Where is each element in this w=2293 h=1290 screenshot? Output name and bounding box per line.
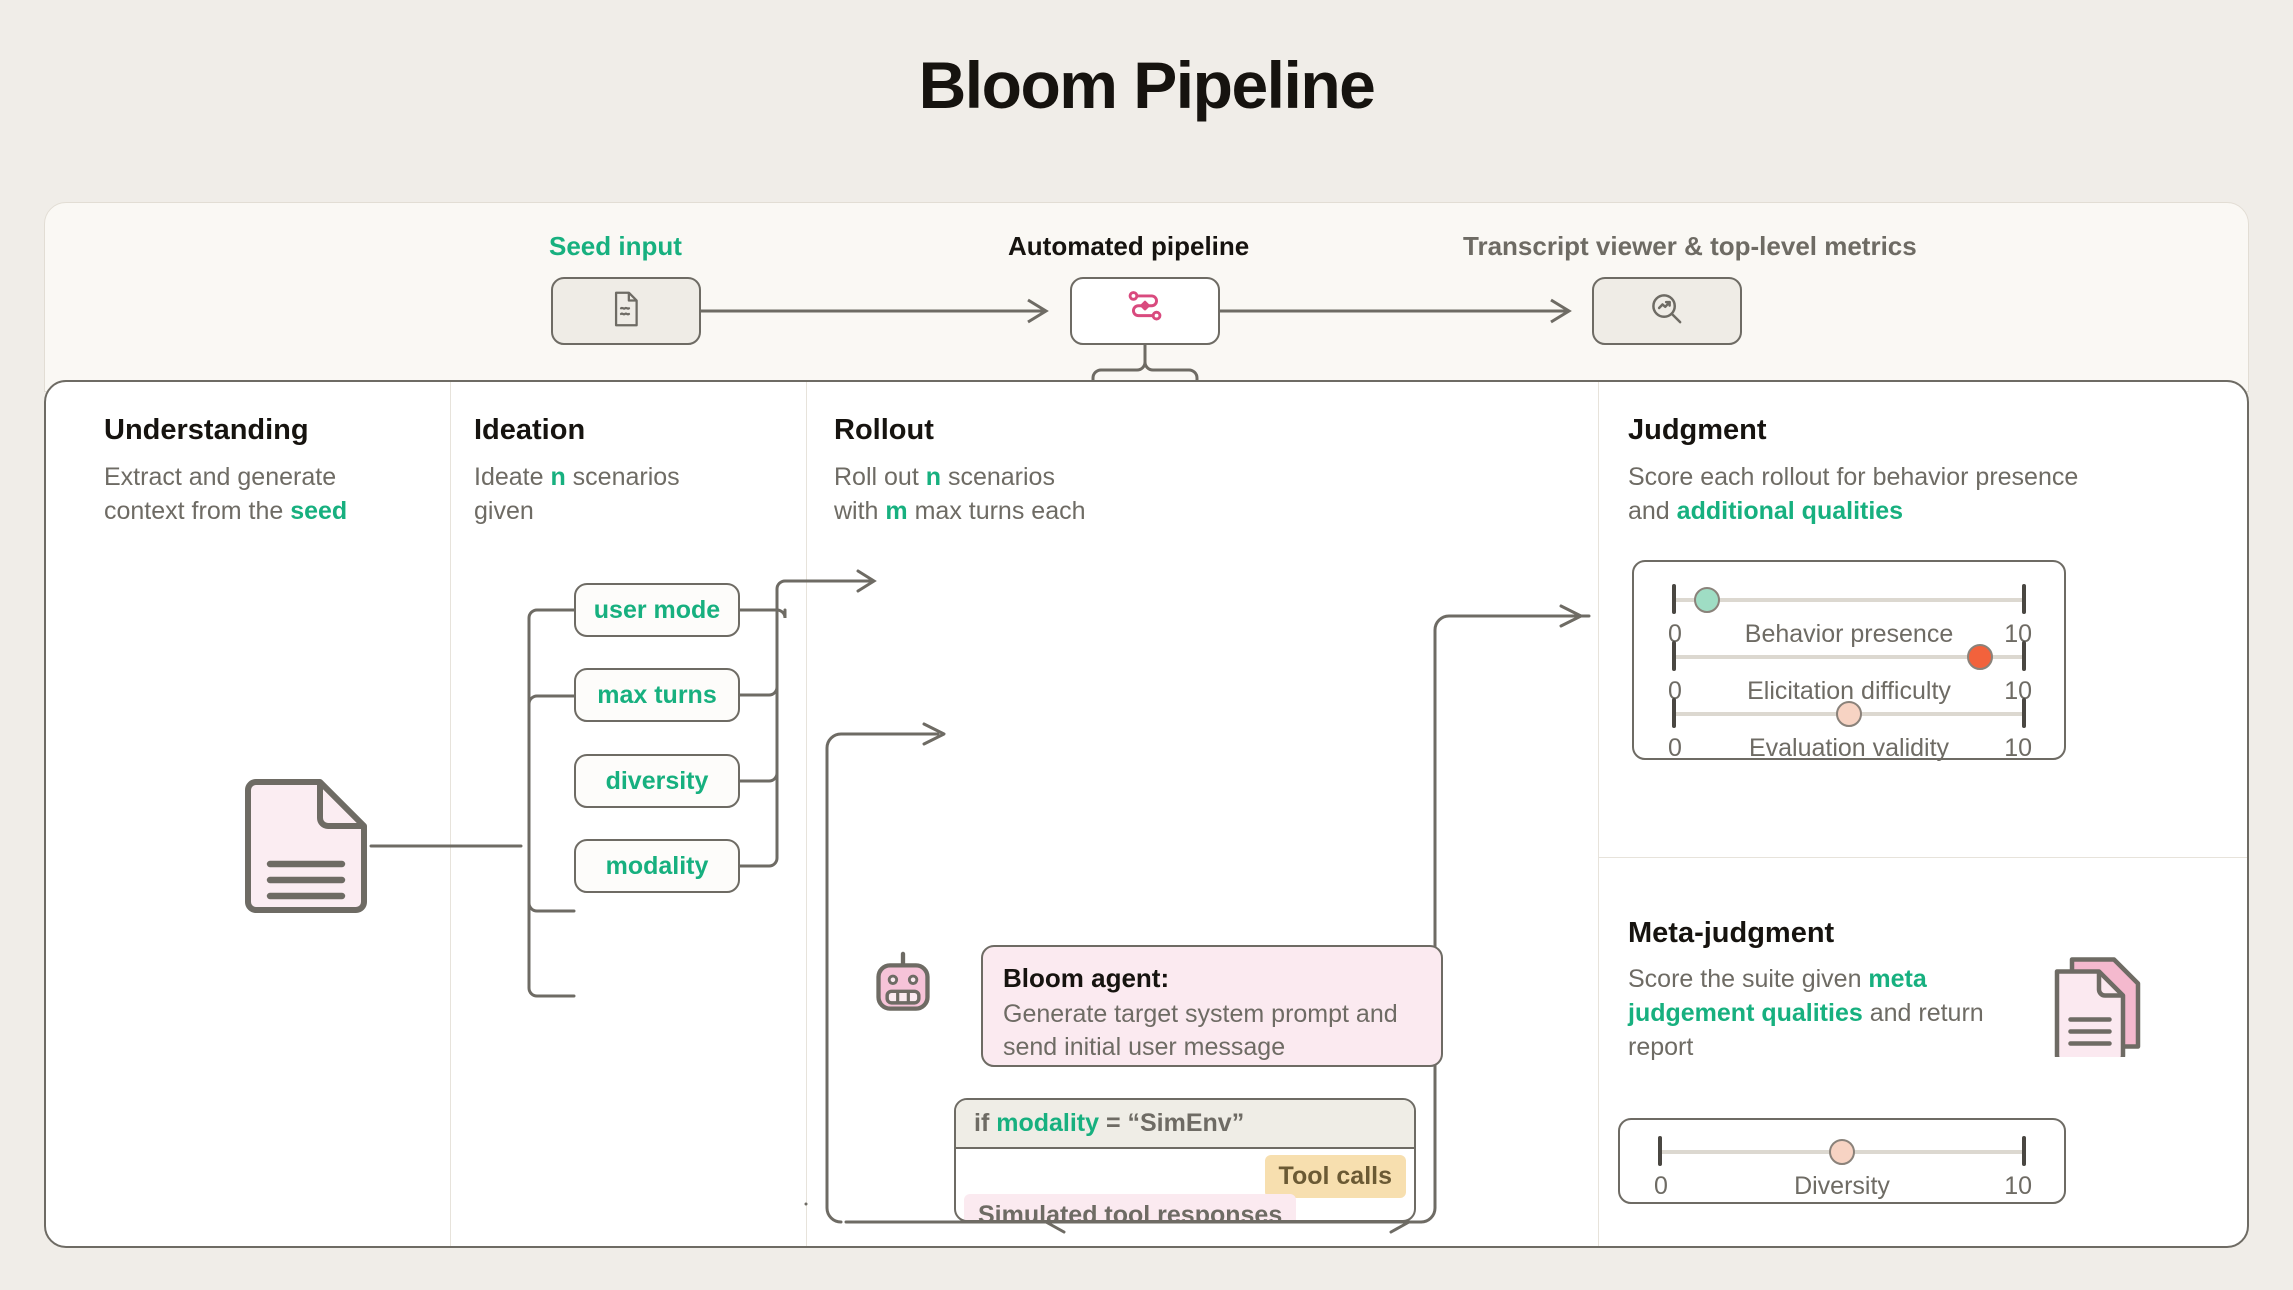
column-title-rollout: Rollout xyxy=(834,414,934,446)
slider-label: Diversity xyxy=(1794,1172,1890,1200)
meta-judgment-sliders-panel: 0 Diversity 10 xyxy=(1618,1118,2066,1204)
seed-document-icon xyxy=(242,776,370,921)
slider-min-cap xyxy=(1672,698,1676,728)
param-pill-user-mode[interactable]: user mode xyxy=(574,583,740,637)
slider-knob[interactable] xyxy=(1966,644,1993,670)
stage-box-transcript-viewer[interactable] xyxy=(1592,277,1742,345)
page-title: Bloom Pipeline xyxy=(918,48,1376,122)
slider-min-cap xyxy=(1672,641,1676,671)
stage-label-automated-pipeline: Automated pipeline xyxy=(1008,231,1250,261)
judgment-section-divider xyxy=(1599,857,2247,858)
param-pill-max-turns[interactable]: max turns xyxy=(574,668,740,722)
block-simenv-condition[interactable]: if modality = “SimEnv” Tool calls Simula… xyxy=(954,1098,1416,1222)
bloom-agent-desc: Generate target system prompt and send i… xyxy=(1003,1000,1398,1061)
report-document-icon xyxy=(2048,952,2156,1064)
column-desc-judgment: Score each rollout for behavior presence… xyxy=(1628,463,2079,525)
workflow-route-icon xyxy=(1125,289,1165,334)
chip-tool-calls: Tool calls xyxy=(1264,1155,1406,1198)
slider-knob[interactable] xyxy=(1694,587,1721,613)
column-divider xyxy=(450,382,451,1246)
pipeline-stages-panel: Understanding Extract and generate conte… xyxy=(44,380,2249,1248)
column-title-understanding: Understanding xyxy=(104,414,309,446)
slider-min-cap xyxy=(1658,1136,1662,1166)
slider-label: Elicitation difficulty xyxy=(1747,677,1951,705)
column-desc-understanding: Extract and generate context from the se… xyxy=(104,463,348,525)
slider-max-label: 10 xyxy=(2004,620,2032,648)
magnifier-trend-icon xyxy=(1648,290,1686,333)
stage-label-seed-input: Seed input xyxy=(549,231,682,261)
slider-max-cap xyxy=(2022,584,2026,614)
slider-min-label: 0 xyxy=(1668,734,1682,762)
judgment-sliders-panel: 0 Behavior presence 10 0 Elicitation dif… xyxy=(1632,560,2066,762)
column-desc-meta-judgment: Score the suite given meta judgement qua… xyxy=(1628,965,1984,1061)
slider-max-cap xyxy=(2022,698,2026,728)
slider-label: Evaluation validity xyxy=(1748,734,1950,762)
chip-simulated-tool-responses: Simulated tool responses xyxy=(964,1194,1297,1220)
stage-box-automated-pipeline[interactable] xyxy=(1070,277,1220,345)
slider-knob[interactable] xyxy=(1836,701,1862,727)
slider-max-cap xyxy=(2022,641,2026,671)
column-desc-ideation: Ideate n scenarios given xyxy=(474,463,680,525)
slider-max-cap xyxy=(2022,1136,2026,1166)
column-divider xyxy=(1598,382,1599,1246)
slider-knob[interactable] xyxy=(1829,1139,1855,1165)
slider-min-cap xyxy=(1672,584,1676,614)
robot-pink-icon xyxy=(874,951,932,1028)
column-divider xyxy=(806,382,807,1246)
bloom-agent-title: Bloom agent: xyxy=(1003,963,1170,993)
column-title-ideation: Ideation xyxy=(474,414,586,446)
slider-min-label: 0 xyxy=(1668,677,1682,705)
param-pill-modality[interactable]: modality xyxy=(574,839,740,893)
slider-label: Behavior presence xyxy=(1744,620,1954,648)
stage-box-seed-input[interactable] xyxy=(551,277,701,345)
slider-max-label: 10 xyxy=(2004,1172,2032,1200)
slider-min-label: 0 xyxy=(1654,1172,1668,1200)
simenv-condition-label: if modality = “SimEnv” xyxy=(956,1100,1414,1149)
slider-max-label: 10 xyxy=(2004,734,2032,762)
column-title-meta-judgment: Meta-judgment xyxy=(1628,917,1835,949)
column-title-judgment: Judgment xyxy=(1628,414,1767,446)
param-pill-diversity[interactable]: diversity xyxy=(574,754,740,808)
card-bloom-agent[interactable]: Bloom agent: Generate target system prom… xyxy=(981,945,1443,1067)
stage-label-transcript-viewer: Transcript viewer & top-level metrics xyxy=(1463,231,1917,261)
slider-max-label: 10 xyxy=(2004,677,2032,705)
slider-min-label: 0 xyxy=(1668,620,1682,648)
slider-track xyxy=(1672,598,2026,602)
document-lines-icon xyxy=(609,290,643,333)
slider-track xyxy=(1672,655,2026,659)
